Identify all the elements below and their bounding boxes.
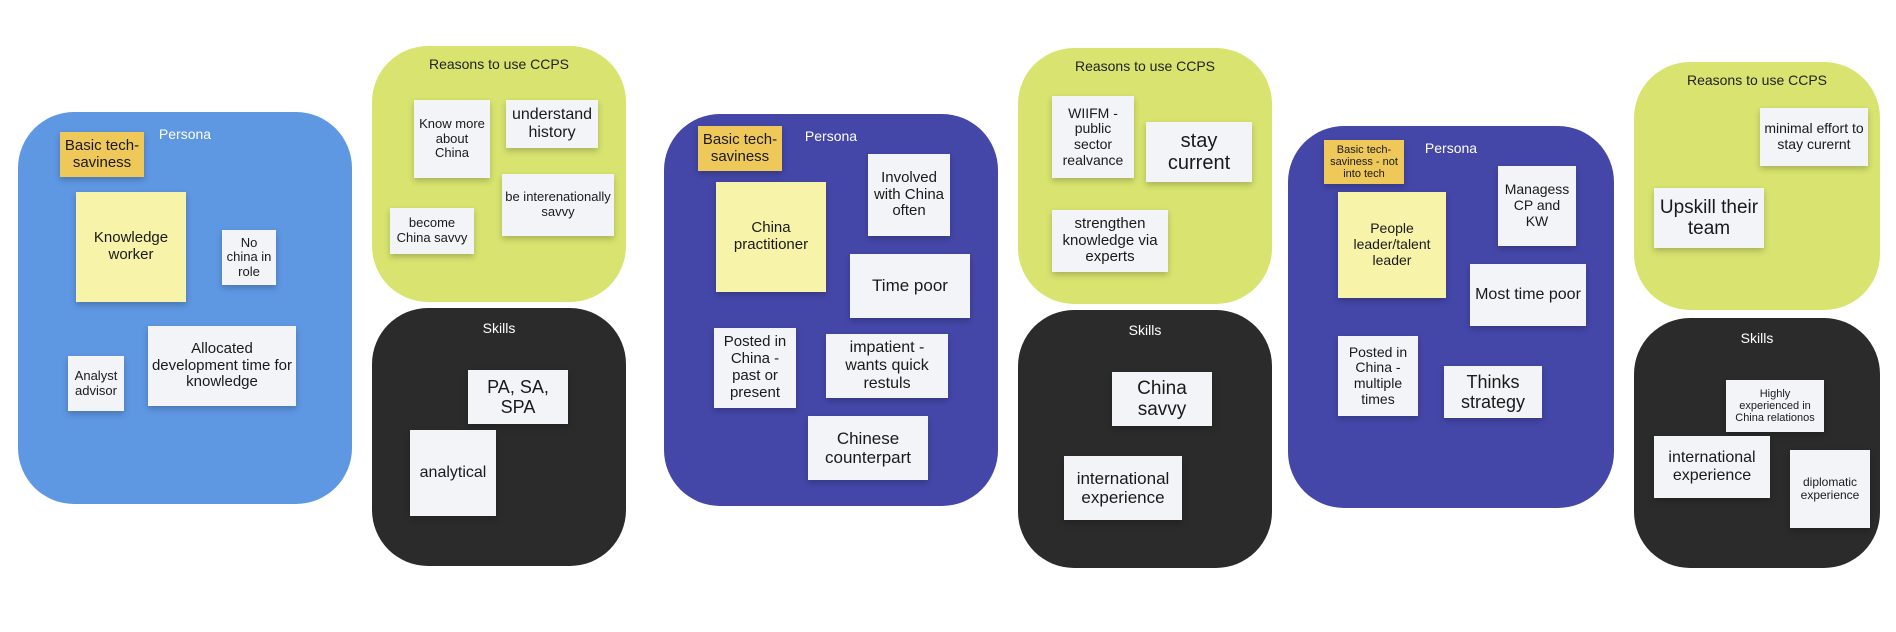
reason-note[interactable]: strengthen knowledge via experts [1052, 210, 1168, 272]
skill-note[interactable]: international experience [1064, 456, 1182, 520]
persona-note[interactable]: Allocated development time for knowledge [148, 326, 296, 406]
persona-note[interactable]: Thinks strategy [1444, 366, 1542, 418]
skill-note[interactable]: international experience [1654, 436, 1770, 498]
persona-note[interactable]: Most time poor [1470, 264, 1586, 326]
reason-note[interactable]: become China savvy [390, 208, 474, 254]
persona-panel-1: Persona [18, 112, 352, 504]
persona-title: Persona [804, 128, 858, 144]
persona-note[interactable]: Analyst advisor [68, 356, 124, 411]
persona-note[interactable]: Chinese counterpart [808, 416, 928, 480]
reason-note[interactable]: understand history [506, 100, 598, 148]
reason-note[interactable]: Know more about China [414, 100, 490, 178]
skills-title: Skills [482, 320, 516, 336]
persona-note[interactable]: Time poor [850, 254, 970, 318]
skills-panel-2: Skills [1018, 310, 1272, 568]
skills-title: Skills [1740, 330, 1774, 346]
role-note[interactable]: China practitioner [716, 182, 826, 292]
skill-note[interactable]: PA, SA, SPA [468, 370, 568, 424]
tech-savviness-note[interactable]: Basic tech-saviness - not into tech [1324, 140, 1404, 184]
reasons-title: Reasons to use CCPS [1074, 58, 1216, 74]
persona-note[interactable]: impatient - wants quick restuls [826, 334, 948, 398]
persona-note[interactable]: No china in role [222, 230, 276, 285]
reason-note[interactable]: Upskill their team [1654, 188, 1764, 248]
skill-note[interactable]: analytical [410, 430, 496, 516]
persona-note[interactable]: Posted in China - past or present [714, 328, 796, 408]
persona-note[interactable]: Managess CP and KW [1498, 166, 1576, 246]
reason-note[interactable]: WIIFM - public sector realvance [1052, 96, 1134, 178]
tech-savviness-note[interactable]: Basic tech-saviness [60, 132, 144, 177]
persona-note[interactable]: Posted in China - multiple times [1338, 336, 1418, 416]
skill-note[interactable]: China savvy [1112, 372, 1212, 426]
skill-note[interactable]: Highly experienced in China relationos [1726, 380, 1824, 432]
reasons-panel-3: Reasons to use CCPS [1634, 62, 1880, 310]
reason-note[interactable]: minimal effort to stay curernt [1760, 108, 1868, 166]
reason-note[interactable]: be interenationally savvy [502, 174, 614, 236]
persona-note[interactable]: Involved with China often [868, 154, 950, 236]
skill-note[interactable]: diplomatic experience [1790, 450, 1870, 528]
reasons-title: Reasons to use CCPS [1686, 72, 1828, 88]
persona-title: Persona [1424, 140, 1478, 156]
role-note[interactable]: People leader/talent leader [1338, 192, 1446, 298]
tech-savviness-note[interactable]: Basic tech-saviness [698, 126, 782, 171]
persona-title: Persona [158, 126, 212, 142]
reason-note[interactable]: stay current [1146, 122, 1252, 182]
role-note[interactable]: Knowledge worker [76, 192, 186, 302]
skills-title: Skills [1128, 322, 1162, 338]
reasons-title: Reasons to use CCPS [428, 56, 570, 72]
